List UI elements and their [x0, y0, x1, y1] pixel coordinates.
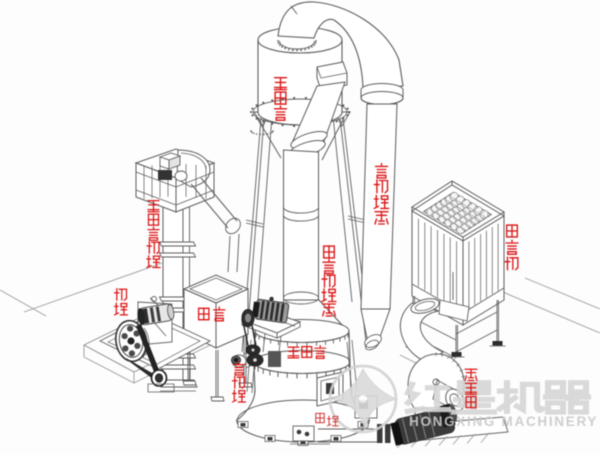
svg-text:HONGXING MACHINERY: HONGXING MACHINERY [409, 414, 598, 429]
